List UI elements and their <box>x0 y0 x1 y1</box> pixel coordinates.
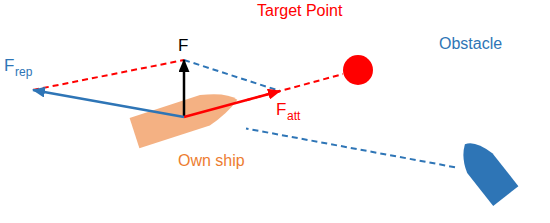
resultant-force-arrow <box>183 60 186 117</box>
force-symbol: F <box>276 100 286 120</box>
label-holder: Obstacle <box>439 35 502 53</box>
label-holder: Target Point <box>257 2 342 20</box>
obstacle-ship-shape <box>455 138 517 208</box>
label-holder: F <box>276 100 286 120</box>
parallel-dashed-line <box>184 60 280 91</box>
force-subscript: att <box>287 110 300 124</box>
node-label: Own ship <box>178 152 245 170</box>
label-holder: rep <box>15 66 32 80</box>
label-holder: F <box>4 56 14 76</box>
own-ship-hull <box>130 94 238 148</box>
target-point-shape <box>343 55 373 85</box>
node-label: Obstacle <box>439 35 502 53</box>
force-symbol: F <box>4 56 14 76</box>
target-point: Target Point <box>343 55 373 85</box>
force-symbol: F <box>178 36 188 56</box>
obstacle-ship: Obstacle <box>455 138 517 208</box>
repulsive-force-arrow <box>33 90 184 117</box>
parallel-dashed-line <box>33 60 184 90</box>
node-label: Target Point <box>257 2 342 20</box>
label-holder: F <box>178 36 188 56</box>
target-circle <box>343 55 373 85</box>
label-holder: Own ship <box>178 152 245 170</box>
force-subscript: rep <box>15 66 32 80</box>
repulsion-line <box>246 128 455 167</box>
obstacle-ship-hull <box>463 143 518 206</box>
label-holder: att <box>287 110 300 124</box>
